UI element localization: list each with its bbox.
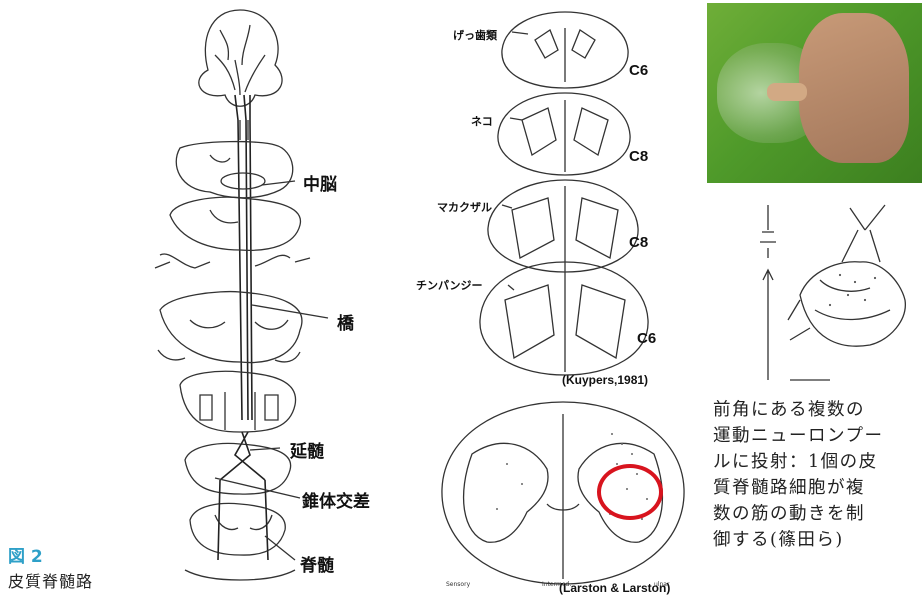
label-decussation: 錐体交差 bbox=[302, 487, 370, 512]
caption-line-1: 運動ニューロンプー bbox=[713, 423, 922, 449]
neuron-sketch bbox=[730, 200, 922, 390]
segment-label-1: C8 bbox=[629, 148, 648, 165]
label-spinal-cord: 脊髄 bbox=[300, 551, 334, 576]
segment-label-0: C6 bbox=[629, 62, 648, 79]
species-label-1: ネコ bbox=[471, 113, 493, 129]
corticospinal-drawing bbox=[130, 0, 330, 596]
segment-label-3: C6 bbox=[637, 330, 656, 347]
photo-finger bbox=[767, 83, 807, 101]
label-pons: 橋 bbox=[337, 309, 354, 334]
species-label-2: マカクザル bbox=[437, 199, 492, 215]
caption-block: 前角にある複数の 運動ニューロンプー ルに投射：1個の皮 質脊髄路細胞が複 数の… bbox=[713, 397, 922, 553]
citation-kuypers: (Kuypers,1981) bbox=[562, 373, 648, 387]
hand-photo bbox=[707, 3, 922, 183]
figure-title: 皮質脊髄路 bbox=[8, 568, 93, 592]
figure-number: 図 2 bbox=[8, 542, 43, 567]
corticospinal-diagram bbox=[130, 0, 330, 596]
caption-line-5: 御する(篠田ら) bbox=[713, 527, 922, 553]
species-label-3: チンパンジー bbox=[416, 277, 483, 293]
caption-line-0: 前角にある複数の bbox=[713, 397, 922, 423]
caption-line-3: 質脊髄路細胞が複 bbox=[713, 475, 922, 501]
highlight-circle bbox=[597, 464, 663, 520]
label-medulla: 延髄 bbox=[290, 437, 324, 462]
lower-label-sensory: Sensory bbox=[446, 581, 471, 588]
caption-line-2: ルに投射：1個の皮 bbox=[713, 449, 922, 475]
segment-label-2: C8 bbox=[629, 234, 648, 251]
photo-hand bbox=[799, 13, 909, 163]
citation-larston: (Larston & Larston) bbox=[559, 581, 670, 595]
species-label-0: げっ歯類 bbox=[453, 27, 497, 43]
cross-section: Sensory Intermed. ulnar bbox=[432, 394, 694, 592]
caption-line-4: 数の筋の動きを制 bbox=[713, 501, 922, 527]
label-midbrain: 中脳 bbox=[303, 170, 337, 195]
neuron-sketch-drawing bbox=[730, 200, 922, 390]
